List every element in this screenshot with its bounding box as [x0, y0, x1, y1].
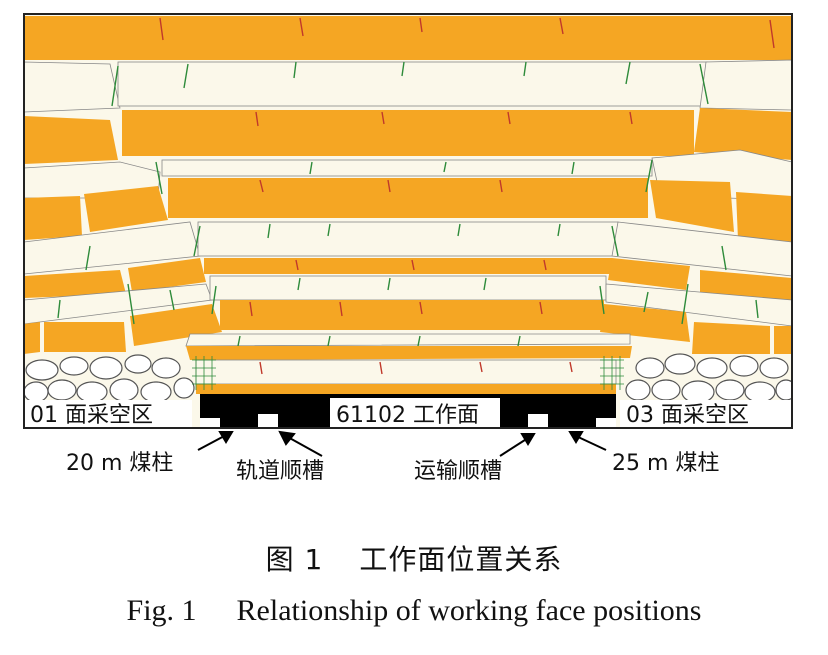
support-grid-right: [600, 356, 624, 390]
stratum-layer-7: [24, 258, 792, 300]
transport-gateway-opening: [528, 414, 548, 428]
caption-cn-title: 工作面位置关系: [359, 543, 563, 576]
strata-diagram: 01 面采空区 61102 工作面 03 面采空区 20 m 煤柱 轨道顺槽 运…: [23, 13, 793, 484]
stratum-layer-10: [185, 333, 632, 394]
working-face-label-box: [330, 398, 500, 428]
support-grid-left: [192, 356, 216, 390]
caption-en-number: Fig. 1: [126, 594, 197, 627]
goaf-right-label-box: [620, 400, 792, 428]
goaf-right-label: 03 面采空区: [626, 403, 749, 428]
transport-gateway-label: 运输顺槽: [414, 459, 502, 484]
rail-gateway-label: 轨道顺槽: [236, 459, 324, 484]
stratum-layer-3: [24, 108, 792, 164]
caption-cn-number: 图 1: [265, 543, 324, 576]
stratum-layer-2: [24, 59, 792, 113]
pillar-left-label: 20 m 煤柱: [66, 451, 173, 476]
caption-en-title: Relationship of working face positions: [236, 594, 702, 627]
pillar-right-label: 25 m 煤柱: [612, 451, 719, 476]
coal-seam: [200, 394, 616, 428]
stratum-layer-1: [24, 16, 792, 60]
stratum-layer-5: [24, 178, 792, 244]
diagram-frame: [23, 13, 793, 429]
goaf-left-label: 01 面采空区: [30, 403, 153, 428]
rail-gateway-opening: [258, 414, 278, 428]
stratum-layer-4: [24, 149, 792, 201]
fracture-marks: [57, 17, 775, 375]
caption-en: Fig. 1 Relationship of working face posit…: [0, 594, 828, 628]
working-face-label: 61102 工作面: [336, 403, 479, 428]
callout-arrows: [197, 430, 607, 457]
pillar-left-gap: [200, 418, 220, 428]
stratum-layer-8: [24, 275, 792, 327]
stratum-layer-6: [24, 221, 792, 277]
caption-cn: 图 1 工作面位置关系: [0, 538, 828, 578]
pillar-right-gap: [596, 418, 616, 428]
goaf-left-label-box: [24, 400, 192, 428]
